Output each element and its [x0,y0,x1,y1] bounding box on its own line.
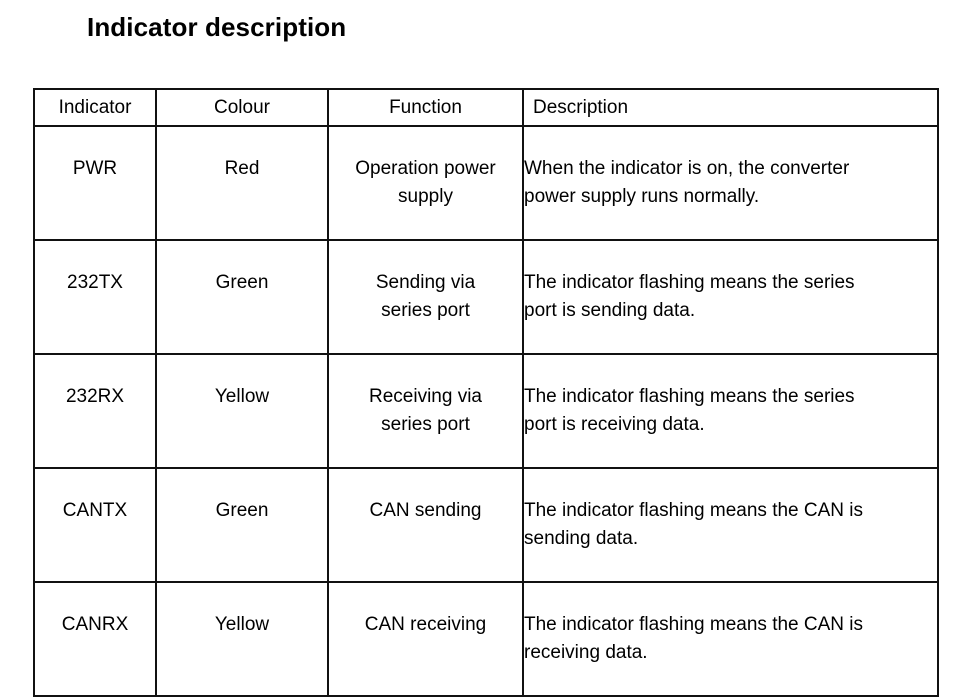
cell-text-line2: sending data. [524,528,639,549]
cell-colour: Green [155,239,329,355]
cell-text-line1: When the indicator is on, the converter [524,158,850,179]
cell-text: Green [215,500,269,521]
cell-function: Operation power supply [327,125,524,241]
cell-indicator: CANRX [33,581,157,697]
cell-text: Green [215,272,269,293]
column-header-description: Description [522,88,939,127]
cell-text: PWR [72,158,118,179]
table-row: CANRX Yellow CAN receiving The indicator… [33,581,939,697]
cell-function: Receiving via series port [327,353,524,469]
cell-indicator: 232TX [33,239,157,355]
column-header-indicator: Indicator [33,88,157,127]
cell-colour: Green [155,467,329,583]
cell-description: The indicator flashing means the CAN is … [522,581,939,697]
cell-indicator: PWR [33,125,157,241]
column-header-colour: Colour [155,88,329,127]
indicator-description-table: Indicator Colour Function Description PW… [33,88,939,697]
cell-function: CAN receiving [327,581,524,697]
cell-text-line2: port is sending data. [524,300,696,321]
cell-indicator: CANTX [33,467,157,583]
table-body: PWR Red Operation power supply When the … [33,125,939,697]
cell-text-line2: series port [381,414,470,435]
cell-indicator: 232RX [33,353,157,469]
cell-description: The indicator flashing means the series … [522,239,939,355]
cell-colour: Yellow [155,353,329,469]
cell-text-line2: series port [381,300,470,321]
cell-text-line2: receiving data. [524,642,648,663]
cell-text: 232TX [67,272,123,293]
cell-text: CANRX [61,614,129,635]
cell-colour: Red [155,125,329,241]
cell-text: Yellow [214,614,270,635]
column-header-function: Function [327,88,524,127]
cell-description: The indicator flashing means the CAN is … [522,467,939,583]
cell-text-line1: The indicator flashing means the series [524,272,855,293]
cell-text-line2: power supply runs normally. [524,186,760,207]
cell-text-line2: supply [398,186,453,207]
page-title: Indicator description [87,12,347,42]
cell-text-line1: The indicator flashing means the CAN is [524,500,863,521]
cell-text-line1: Receiving via [369,386,482,407]
cell-text: Yellow [214,386,270,407]
cell-text: Red [224,158,260,179]
cell-text: CANTX [62,500,128,521]
cell-text-line1: CAN receiving [364,614,487,635]
cell-function: Sending via series port [327,239,524,355]
table-header-row: Indicator Colour Function Description [33,88,939,127]
cell-description: When the indicator is on, the converter … [522,125,939,241]
cell-text-line1: Sending via [375,272,476,293]
cell-text-line1: Operation power [355,158,496,179]
indicator-description-table-container: Indicator Colour Function Description PW… [33,88,939,697]
cell-description: The indicator flashing means the series … [522,353,939,469]
cell-text-line2: port is receiving data. [524,414,705,435]
cell-text-line1: The indicator flashing means the CAN is [524,614,863,635]
cell-text-line1: CAN sending [369,500,482,521]
cell-text-line1: The indicator flashing means the series [524,386,855,407]
cell-text: 232RX [65,386,125,407]
table-row: 232RX Yellow Receiving via series port T… [33,353,939,469]
cell-colour: Yellow [155,581,329,697]
cell-function: CAN sending [327,467,524,583]
table-row: 232TX Green Sending via series port The … [33,239,939,355]
table-row: CANTX Green CAN sending The indicator fl… [33,467,939,583]
table-row: PWR Red Operation power supply When the … [33,125,939,241]
